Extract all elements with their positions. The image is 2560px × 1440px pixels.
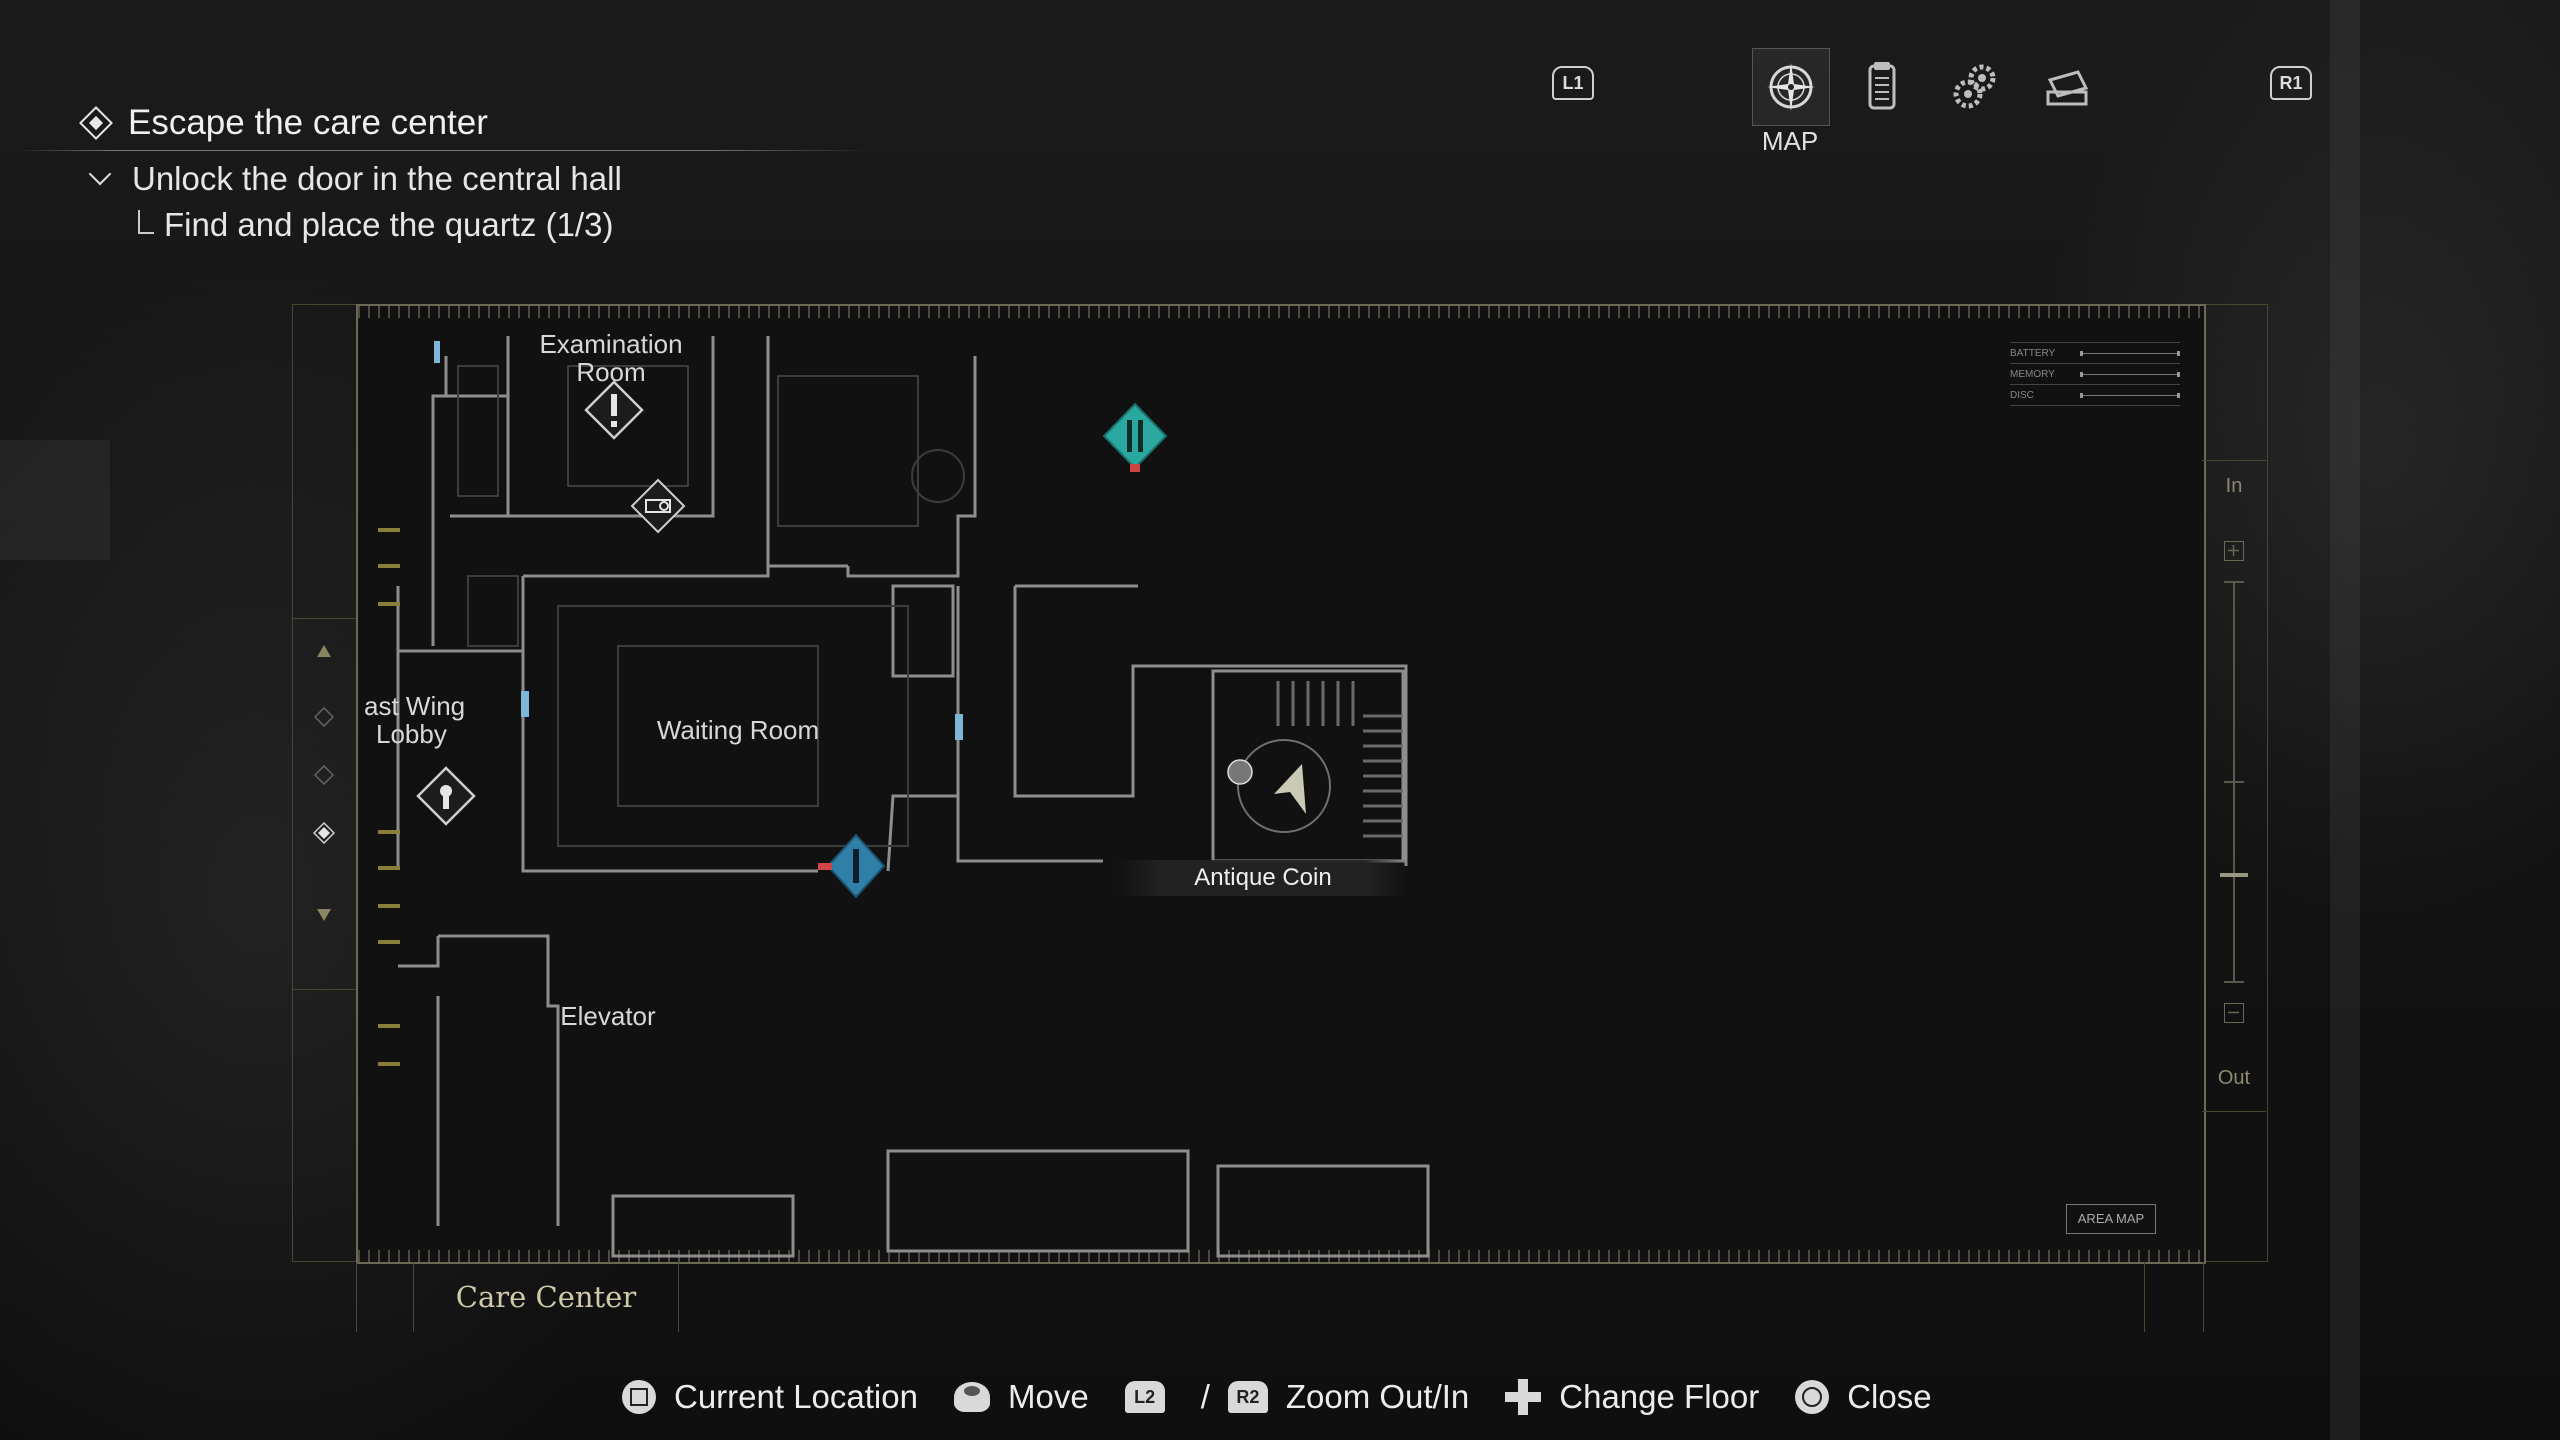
status-battery: BATTERY bbox=[2010, 342, 2180, 363]
circle-button-icon bbox=[1795, 1380, 1830, 1414]
zoom-out-label[interactable]: Out bbox=[2217, 1067, 2251, 1089]
area-name-tab: Care Center bbox=[356, 1262, 679, 1332]
hint-separator: / bbox=[1200, 1378, 1210, 1415]
zoom-bar[interactable]: In Out bbox=[2202, 460, 2266, 1112]
gears-icon bbox=[1953, 64, 1996, 109]
l2-trigger-icon: L2 bbox=[1124, 1381, 1165, 1413]
device-status: BATTERY MEMORY DISC bbox=[2010, 342, 2180, 406]
typewriter-save-icon[interactable] bbox=[630, 478, 686, 534]
floor-selector[interactable] bbox=[292, 618, 356, 990]
zoom-minus-icon[interactable] bbox=[2224, 1003, 2244, 1023]
floor-current-marker-icon[interactable] bbox=[312, 821, 336, 845]
objective-sub: Unlock the door in the central hall bbox=[84, 160, 622, 198]
map-panel[interactable]: Examination Room ast Wing Lobby Waiting … bbox=[356, 304, 2206, 1264]
hint-change-floor-label: Change Floor bbox=[1559, 1378, 1760, 1415]
r2-trigger-icon: R2 bbox=[1227, 1381, 1268, 1413]
floor-down-arrow-icon[interactable] bbox=[312, 903, 336, 927]
objective-main: Escape the care center bbox=[79, 98, 488, 148]
zoom-plus-icon[interactable] bbox=[2224, 541, 2244, 561]
tab-map-label: MAP bbox=[1761, 126, 1819, 156]
area-name: Care Center bbox=[413, 1262, 679, 1332]
door-i-marker-icon[interactable] bbox=[806, 833, 886, 899]
objective-sub-text: Unlock the door in the central hall bbox=[132, 160, 622, 197]
tab-files[interactable] bbox=[1844, 48, 1920, 124]
hint-current-location-label: Current Location bbox=[674, 1378, 918, 1415]
room-label-waiting: Waiting Room bbox=[656, 715, 820, 745]
area-map-button[interactable]: AREA MAP bbox=[2066, 1204, 2156, 1234]
room-label-line: Lobby bbox=[376, 719, 447, 749]
status-label: MEMORY bbox=[2010, 368, 2055, 380]
zoom-slider-handle[interactable] bbox=[2220, 873, 2248, 877]
objective-subsub-text: Find and place the quartz (1/3) bbox=[164, 206, 614, 243]
door-ii-marker-icon[interactable] bbox=[1102, 402, 1168, 478]
objective-subsub: Find and place the quartz (1/3) bbox=[138, 206, 613, 244]
room-label-lobby: ast Wing Lobby bbox=[364, 692, 484, 748]
zoom-in-label[interactable]: In bbox=[2225, 475, 2243, 497]
map-compass-icon bbox=[1767, 63, 1815, 111]
left-stick-icon bbox=[953, 1382, 990, 1412]
zoom-tick bbox=[2224, 981, 2244, 983]
tab-gears[interactable] bbox=[1938, 48, 2014, 124]
player-location-icon bbox=[1227, 739, 1331, 833]
objective-diamond-icon bbox=[79, 106, 113, 140]
objective-main-text: Escape the care center bbox=[128, 103, 488, 142]
hint-close[interactable]: Close bbox=[1795, 1378, 1932, 1416]
keyhole-marker-icon[interactable] bbox=[416, 766, 476, 826]
status-disc: DISC bbox=[2010, 384, 2180, 406]
r1-button[interactable]: R1 bbox=[2270, 66, 2312, 100]
zoom-tick bbox=[2224, 581, 2244, 583]
files-icon bbox=[1868, 62, 1896, 110]
objective-divider bbox=[14, 150, 874, 151]
tab-map[interactable] bbox=[1752, 48, 1830, 126]
area-tab-right bbox=[2144, 1262, 2204, 1332]
floor-marker-icon[interactable] bbox=[312, 705, 336, 729]
hint-change-floor[interactable]: Change Floor bbox=[1505, 1378, 1759, 1416]
inventory-case-icon bbox=[2046, 70, 2089, 106]
background-door-frame bbox=[2330, 0, 2360, 1440]
map-ruler-top bbox=[358, 306, 2204, 318]
room-label-line: Examination bbox=[539, 329, 683, 359]
hint-move[interactable]: Move bbox=[953, 1378, 1089, 1416]
hint-current-location[interactable]: Current Location bbox=[622, 1378, 918, 1416]
square-button-icon bbox=[622, 1380, 656, 1414]
status-gauge bbox=[2080, 371, 2180, 377]
objective-panel: Escape the care center Unlock the door i… bbox=[14, 98, 874, 243]
hint-close-label: Close bbox=[1847, 1378, 1932, 1415]
floor-plan bbox=[378, 336, 1430, 1258]
chevron-down-icon bbox=[88, 162, 112, 186]
dpad-icon bbox=[1505, 1379, 1542, 1415]
status-label: DISC bbox=[2010, 389, 2034, 401]
status-label: BATTERY bbox=[2010, 347, 2056, 359]
status-gauge bbox=[2080, 392, 2180, 398]
room-label-elevator: Elevator bbox=[560, 1001, 656, 1031]
tab-inventory[interactable] bbox=[2030, 48, 2106, 124]
zoom-tick bbox=[2224, 781, 2244, 783]
room-label-line: ast Wing bbox=[364, 691, 466, 721]
l1-button[interactable]: L1 bbox=[1552, 66, 1594, 100]
hint-move-label: Move bbox=[1007, 1378, 1089, 1415]
control-hints: Current Location Move L2 / R2 Zoom Out/I… bbox=[622, 1378, 1968, 1416]
hint-zoom[interactable]: L2 / R2 Zoom Out/In bbox=[1124, 1378, 1470, 1416]
tree-branch-icon bbox=[138, 210, 154, 234]
room-label-examination: Examination Room bbox=[496, 330, 726, 386]
item-label-antique-coin: Antique Coin bbox=[1118, 860, 1408, 896]
exclamation-marker-icon[interactable] bbox=[584, 380, 644, 440]
status-gauge bbox=[2080, 350, 2180, 356]
floor-up-arrow-icon[interactable] bbox=[312, 639, 336, 663]
status-memory: MEMORY bbox=[2010, 363, 2180, 384]
room-label-line: Room bbox=[576, 357, 646, 387]
hint-zoom-label: Zoom Out/In bbox=[1285, 1378, 1470, 1415]
floor-marker-icon[interactable] bbox=[312, 763, 336, 787]
background-wall-panel bbox=[0, 440, 110, 560]
